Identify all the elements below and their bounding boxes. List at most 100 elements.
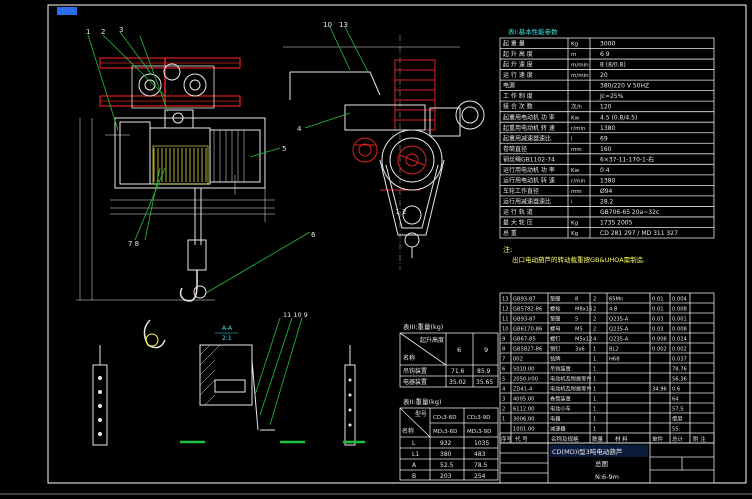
bom-cell: 销钉 [550,345,560,353]
table3-r2-name: 电器装置 [403,378,427,386]
table2-head-type: 型号 [415,410,427,418]
table2-row-label: B [412,473,416,480]
bom-cell: 56.36 [672,377,687,383]
bom-cell: 1 [593,387,596,393]
table2-row-v2: 254 [474,473,486,480]
table3-head-6: 6 [457,346,461,354]
bom-cell: 6 [502,367,505,373]
bom-cell: 5010.00 [513,367,534,373]
spec-row-value: 20 [600,72,608,79]
bom-cell: 8 [575,297,578,303]
bom-footer-cell: 序号 [501,435,513,443]
bom-cell: 5 [502,377,505,383]
bom-footer-cell: 数量 [592,435,604,443]
spec-row-label: 起 重 量 [503,40,525,48]
table2-row-v1: 380 [440,451,452,458]
bom-cell: 10 [502,327,509,333]
bom-cell: 9 [502,337,505,343]
bom-cell: BL2 [609,347,619,353]
bom-cell: 0.001 [672,317,687,323]
spec-row-unit: m/min [571,73,589,79]
spec-row-label: 起 升 高 度 [503,50,533,58]
bom-cell: 65Mn [609,297,623,303]
bom-cell: 3x6 [575,347,585,353]
leader-11-10-9: 11 10 9 [283,311,308,319]
spec-row-value: 0.4 [600,167,610,174]
bom-cell: 1 [593,407,596,413]
bom-cell: 1 [502,417,505,423]
bom-cell: 电动机及附属零件 [550,375,592,383]
table2-row-v2: 1035 [474,440,489,447]
spec-row-label: 起重用电动机 转 速 [503,124,555,132]
leader-2: 2 [101,28,105,36]
bom-cell: 1 [593,377,596,383]
bom-cell: 吊钩装置 [550,365,571,373]
table3-r1-name: 吊钩装置 [403,367,427,375]
spec-row-label: 运行用电动机 转 速 [503,176,555,184]
spec-row-label: 工 作 制 度 [503,92,533,100]
spec-row-label: 起重用减速器速比 [503,134,551,142]
leader-5: 5 [282,145,286,153]
hoist-side-view: 1 2 10 13 4 [283,21,485,270]
bom-cell: 78.76 [672,367,687,373]
bom-cell: 垫圈 [550,295,560,303]
bom-cell: 0.6 [672,387,680,393]
bom-footer-cell: 附 注 [693,435,706,443]
section-scale: 2:1 [222,335,232,342]
bom-cell: 0.006 [652,337,667,343]
spec-row-unit: Kw [571,115,580,121]
leader-1: 1 [86,28,90,36]
bom-cell: 电动机及附属零件 [550,385,592,393]
bom-cell: 垫圈 [550,315,560,323]
bom-cell: 11 [502,317,509,323]
bom-cell: 铭牌 [550,355,560,363]
bom-cell: 6112.00 [513,407,534,413]
bom-cell: 1 [593,427,596,433]
bom-cell: 2 [593,317,596,323]
table2-row-v1: 203 [440,473,452,480]
bom-cell: 0.002 [672,347,687,353]
spec-note-text: 出口电动葫芦的转动载重按GB&UHOA需制造. [512,255,645,264]
weight-table-ii: 表II:重量(kg) 名称 型号 CD₁3-6D CD₁3-9D MD₁3-6D… [399,397,499,481]
spec-row-value: Ø94 [600,188,613,195]
spec-row-unit: Kg [571,231,578,237]
table2-title: 表II:重量(kg) [403,397,442,406]
bom-cell: Q235-A [609,327,629,333]
bom-cell: 002 [513,357,523,363]
spec-row-label: 最 大 轮 压 [503,219,533,227]
spec-row-label: 电源 [503,82,515,90]
bom-footer-cell: 总计 [672,435,684,443]
bom-cell: 0.008 [672,327,687,333]
bom-title-main: CD(MD)I型3吨电动葫芦 [552,447,623,456]
table2-head-name: 名称 [402,427,414,435]
spec-table-title: 表I:基本性能参数 [508,27,558,36]
table2-head-md6: MD₁3-6D [433,429,457,435]
spec-row-label: 运行用减速器速比 [503,197,551,205]
leader-4: 4 [297,125,302,133]
bom-cell: M8x16 [575,307,592,313]
bom-cell: 螺钉 [550,335,560,343]
leader-6: 6 [311,231,316,239]
bom-cell: 1 [593,397,596,403]
spec-row-unit: r/min [571,178,586,184]
leader-13: 13 [339,21,348,29]
spec-row-label: 钢丝绳GB1102-74 [503,155,555,163]
bom-footer-cell: 代 号 [515,435,528,443]
bom-cell: GB93-87 [513,297,536,303]
spec-row-value: GB706-65 20a~32c [600,209,659,216]
bom-cell: 螺栓 [550,305,561,313]
spec-row-value: CD 281 297 / MD 311 327 [600,230,678,237]
table2-row-v2: 78.5 [474,462,488,469]
pendant-controls [92,345,365,446]
spec-note-label: 注: [503,245,512,254]
corner-label-block [57,7,77,15]
bom-cell: 0.01 [652,297,664,303]
spec-row-unit: i [571,199,573,205]
bom-cell: 2 [593,307,596,313]
bom-cell: 55 [672,427,679,433]
spec-row-value: 6×37-11-170-1-右 [600,155,654,163]
section-label: A-A [222,325,233,332]
bom-cell: 0.03 [652,317,664,323]
